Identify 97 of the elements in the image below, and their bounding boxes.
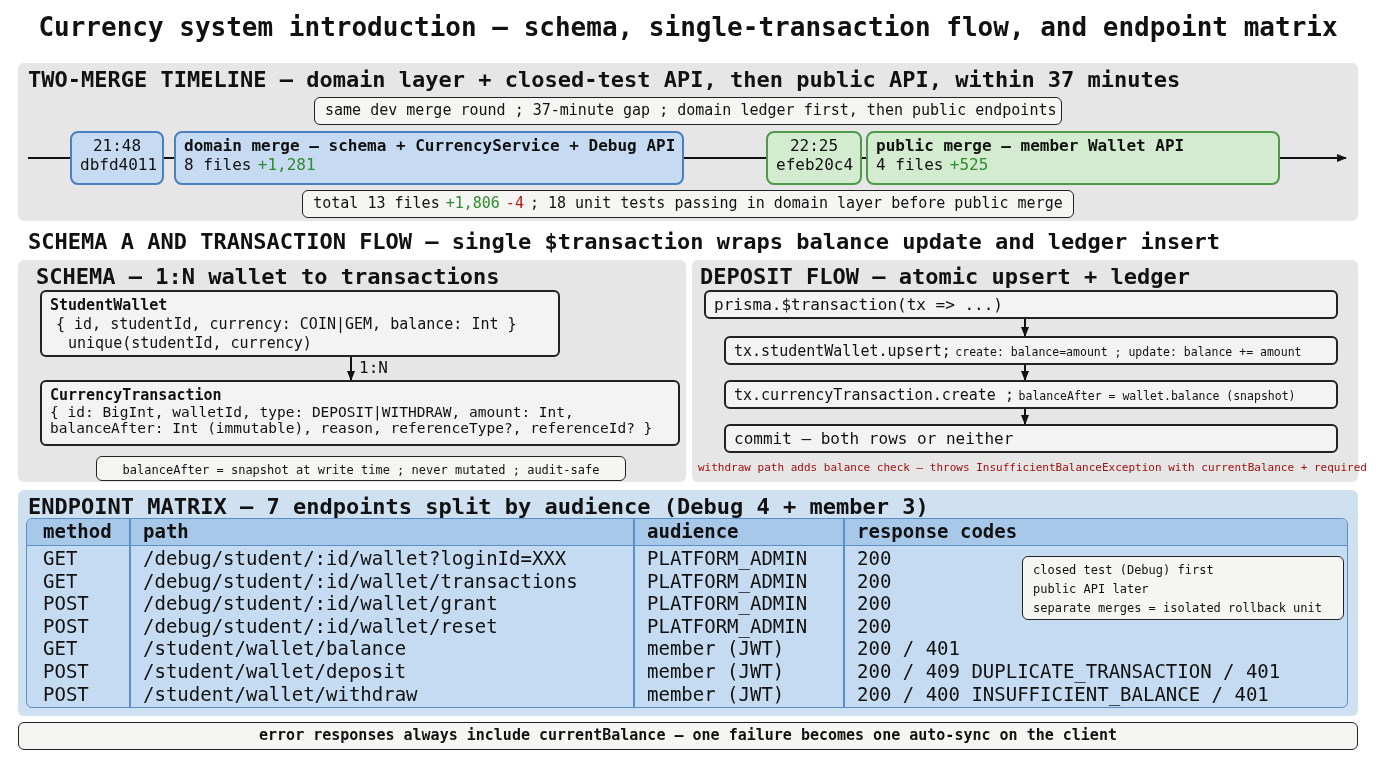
note-box [18,722,1358,750]
table-cell: GET [43,569,78,592]
table-cell: /student/wallet/balance [143,637,407,660]
note-box [1022,556,1344,620]
added-lines: +1,281 [257,155,316,174]
table-cell: /debug/student/:id/wallet/grant [143,592,498,615]
table-cell: 200 [857,547,892,569]
table-cell: 200 / 400 INSUFFICIENT_BALANCE / 401 [857,682,1269,705]
table-cell: /student/wallet/deposit [143,660,407,682]
table-cell: 200 / 409 DUPLICATE_TRANSACTION / 401 [857,660,1281,682]
arrow [1021,318,1029,337]
note-box [96,456,626,481]
section-heading: SCHEMA A AND TRANSACTION FLOW — single $transaction wraps balance update and ledger insert [28,229,1221,254]
section-panel [18,260,686,482]
table-cell: PLATFORM_ADMIN [647,614,808,637]
note-text: total 13 files [313,194,440,212]
table-cell: 200 [857,569,892,592]
section-panel [18,63,1358,221]
file-count: 8 files [184,155,252,174]
removed-lines: -4 [505,194,524,212]
section-heading: DEPOSIT FLOW — atomic upsert + ledger [700,264,1191,289]
step-box [704,290,1338,319]
merge-title: domain merge — schema + CurrencyService + Debug API [184,136,676,155]
diagram-title: Currency system introduction — schema, single-transaction flow, and endpoint matrix [37,12,1339,42]
commit-box [766,131,862,185]
merge-box [174,131,684,185]
added-lines: +1,806 [445,194,500,212]
column-header: method [43,520,112,543]
table-cell: 200 / 401 [857,637,960,660]
table-cell: member (JWT) [647,682,785,705]
table-cell: GET [43,637,78,660]
table-cell: 200 [857,614,892,637]
table-cell: /debug/student/:id/wallet/reset [143,614,498,637]
table-cell: /student/wallet/withdraw [143,682,418,705]
section-heading: TWO-MERGE TIMELINE — domain layer + closed-test API, then public API, within 37 minutes [28,67,1181,92]
commit-time: 22:25 [789,136,839,155]
step-detail: create: balance=amount ; update: balance += amount [955,345,1302,359]
column-header: path [143,520,189,543]
step-call: tx.currencyTransaction.create ; [734,386,1014,404]
column-header: response codes [857,520,1018,543]
commit-hash: dbfd4011 [80,155,158,174]
table-cell: member (JWT) [647,637,785,660]
step-call: tx.studentWallet.upsert; [734,342,951,360]
note-text: ; 18 unit tests passing in domain layer before public merge [529,194,1063,212]
step-text: commit — both rows or neither [734,429,1014,448]
table-cell: 200 [857,592,892,615]
note-text: error responses always include currentBalance — one failure becomes one auto-sync on the client [259,726,1117,744]
connector-line [163,157,175,159]
note-box [302,190,1074,218]
table-cell: GET [43,547,78,569]
section-heading: SCHEMA — 1:N wallet to transactions [36,264,500,289]
table-cell: PLATFORM_ADMIN [647,569,808,592]
model-box [40,380,680,446]
section-heading: ENDPOINT MATRIX — 7 endpoints split by audience (Debug 4 + member 3) [28,494,929,519]
step-box [724,380,1338,409]
arrow [1021,408,1029,425]
note-box [314,97,1062,125]
model-fields: { id: BigInt, walletId, type: DEPOSIT|WITHDRAW, amount: Int, balanceAfter: Int (immutable), reason, referenceType?, referenceId? } [50,404,670,436]
note-text: public API later [1033,582,1149,596]
table-cell: POST [43,660,89,682]
warning-note: withdraw path adds balance check — throws InsufficientBalanceException with currentBalance + required [698,461,1367,474]
table-cell: /debug/student/:id/wallet/transactions [143,569,578,592]
arrow [347,356,355,381]
note-text: balanceAfter = snapshot at write time ; never mutated ; audit-safe [122,463,600,477]
table-cell: member (JWT) [647,660,785,682]
note-text: closed test (Debug) first [1033,563,1214,577]
merge-title: public merge — member Wallet API [876,136,1185,155]
step-text: prisma.$transaction(tx => ...) [714,295,1003,314]
file-count: 4 files [876,155,944,174]
table-cell: POST [43,682,89,705]
connector-line [683,157,767,159]
connector-line [861,157,867,159]
added-lines: +525 [949,155,989,174]
connector-line [27,157,71,159]
step-box [724,424,1338,453]
merge-box [866,131,1280,185]
note-text: same dev merge round ; 37-minute gap ; domain ledger first, then public endpoints [325,101,1057,119]
commit-time: 21:48 [92,136,142,155]
commit-hash: efeb20c4 [776,155,854,174]
commit-box [70,131,164,185]
table-cell: POST [43,614,89,637]
table-cell: PLATFORM_ADMIN [647,547,808,569]
column-header: audience [647,520,739,543]
section-panel [18,490,1358,716]
model-name: CurrencyTransaction [50,386,222,404]
table-cell: PLATFORM_ADMIN [647,592,808,615]
table-cell: POST [43,592,89,615]
arrow [1279,154,1347,162]
step-box [724,336,1338,365]
model-constraint: unique(studentId, currency) [68,334,312,352]
note-text: separate merges = isolated rollback unit [1033,601,1322,615]
model-name: StudentWallet [50,296,168,314]
table-cell: /debug/student/:id/wallet?loginId=XXX [143,547,567,569]
model-fields: { id, studentId, currency: COIN|GEM, balance: Int } [56,315,517,333]
model-box [40,290,560,357]
arrow [1021,364,1029,381]
step-detail: balanceAfter = wallet.balance (snapshot) [1018,389,1296,403]
